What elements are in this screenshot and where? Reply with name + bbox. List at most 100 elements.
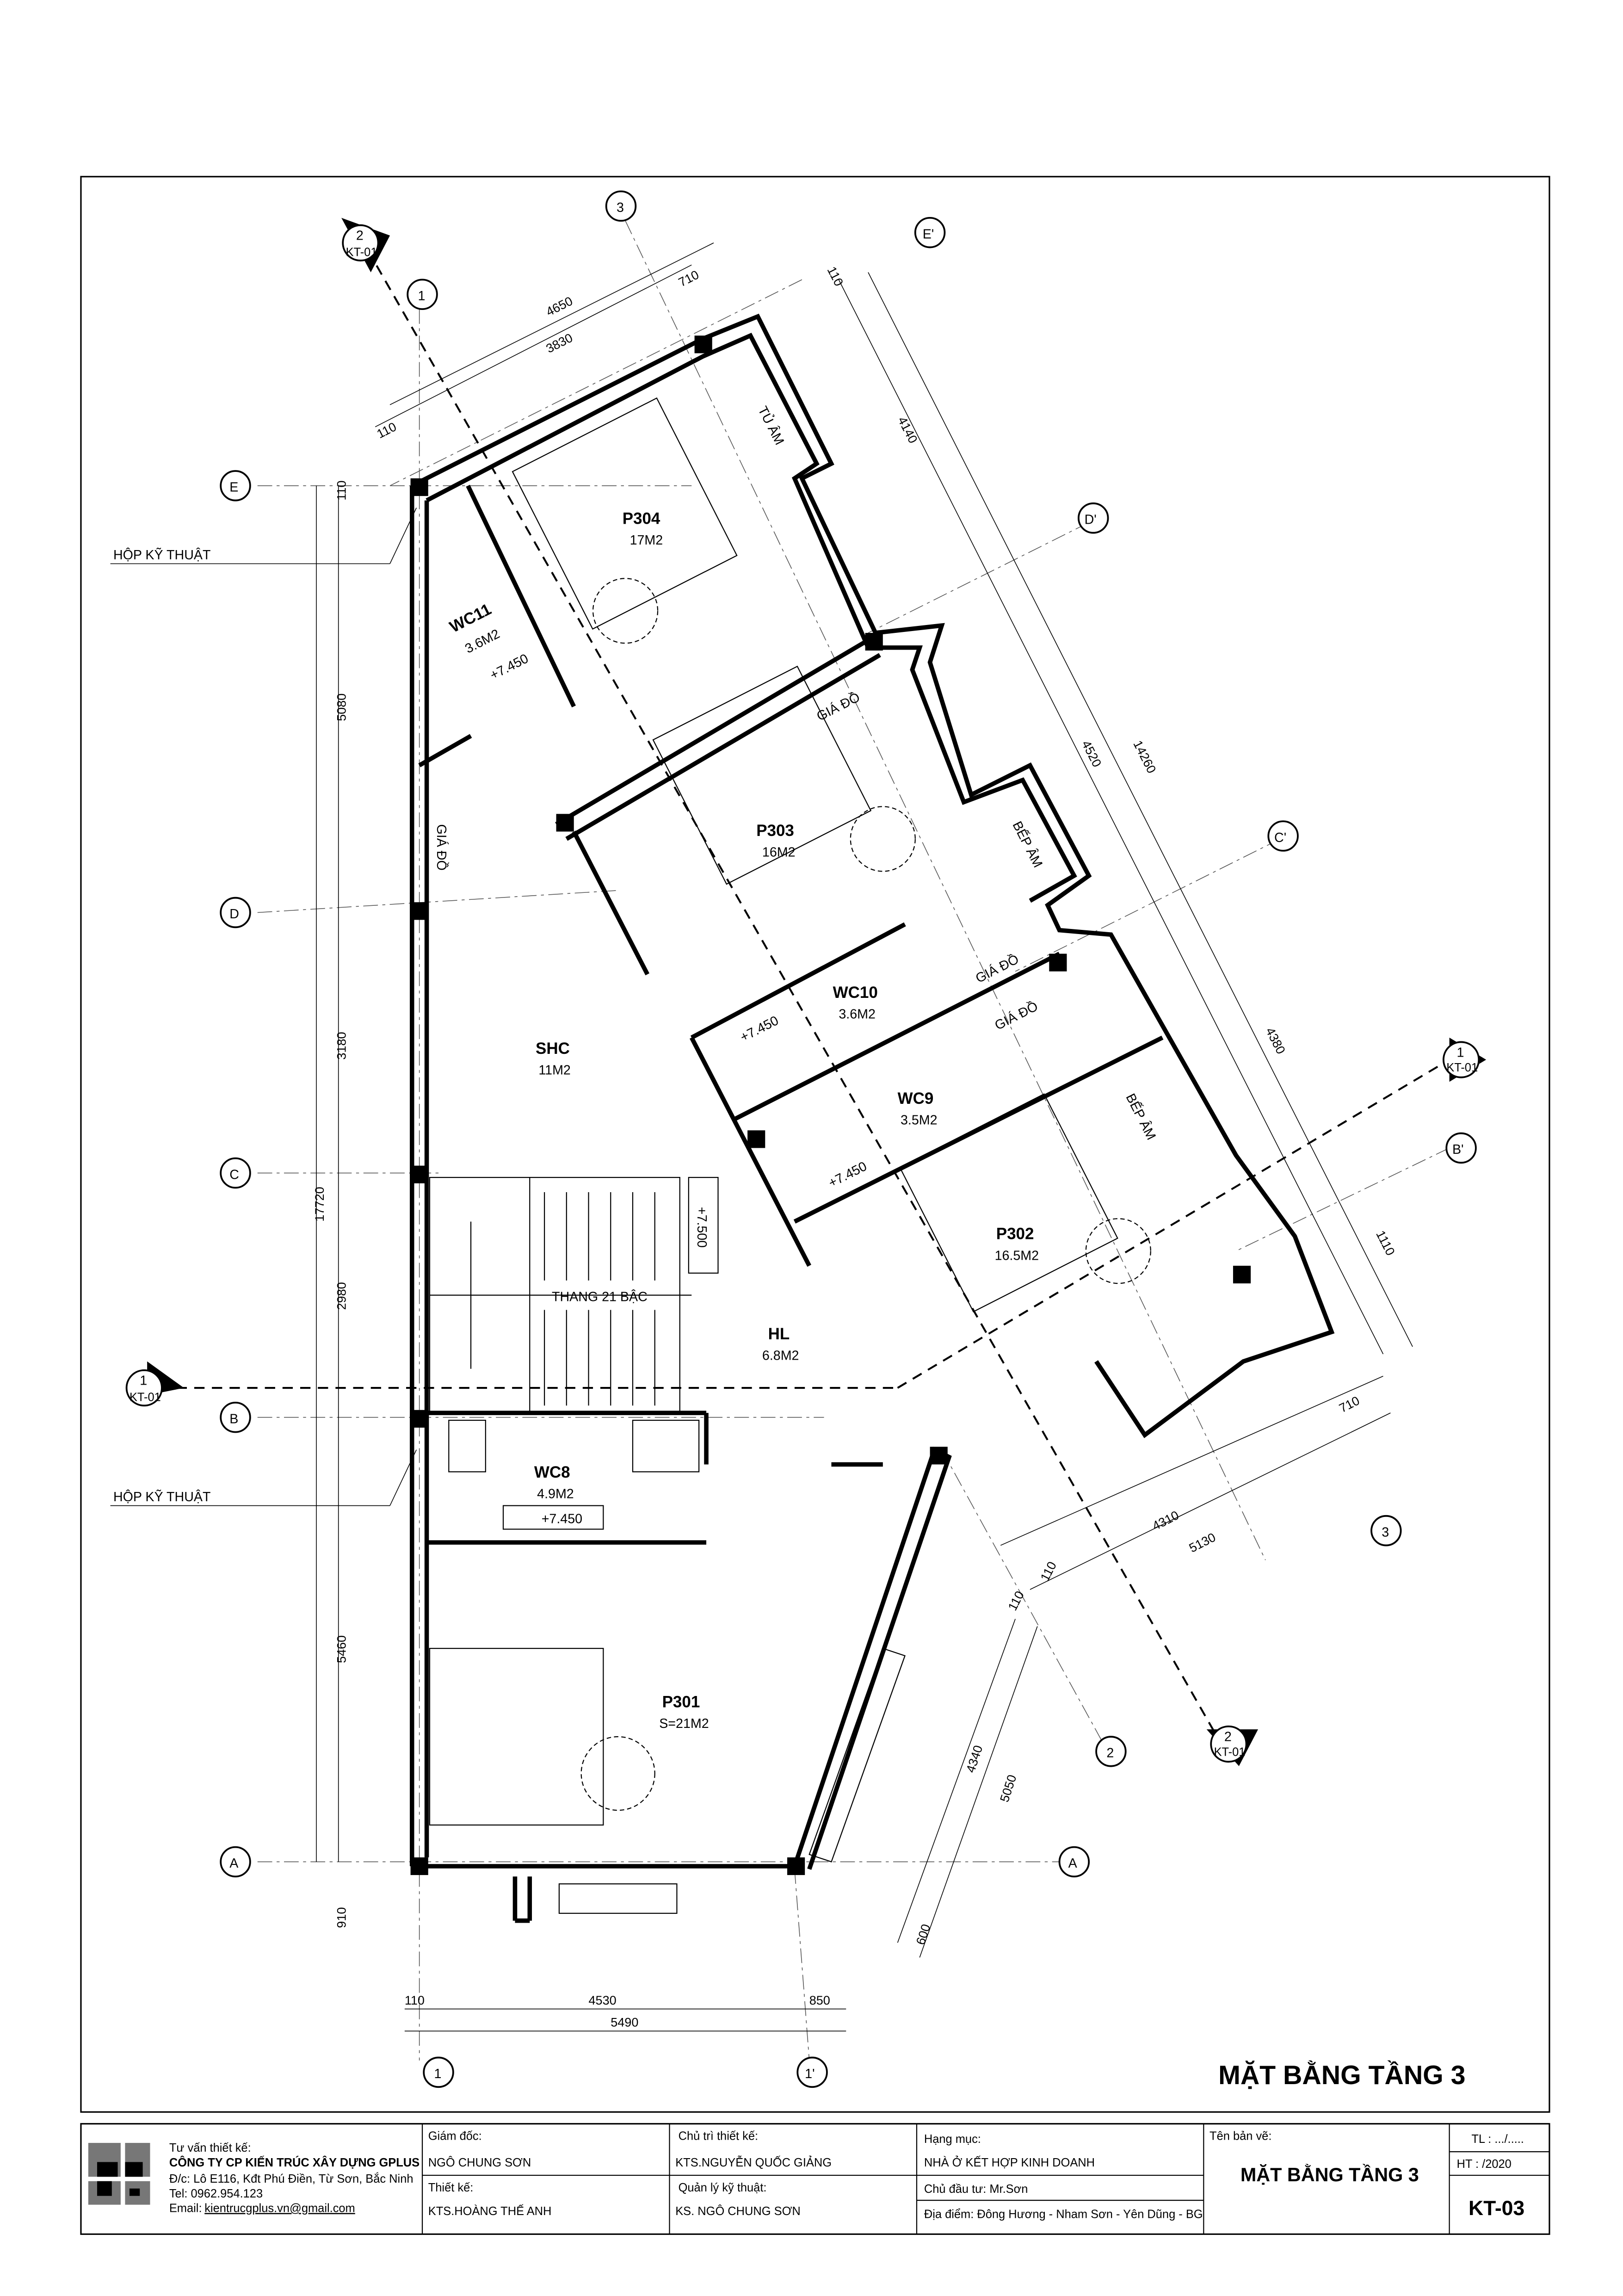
axis-C: C	[229, 1167, 239, 1182]
room-area-wc11: 3.6M2	[463, 626, 502, 656]
axis-1-top: 1	[418, 289, 425, 303]
dim-br-110b: 110	[1038, 1560, 1059, 1584]
level-wc8: +7.450	[542, 1512, 582, 1527]
dimensions: 110 5080 3180 2980 5460 910 17720 110 45…	[313, 242, 1413, 2032]
director-name: NGÔ CHUNG SƠN	[428, 2156, 531, 2169]
room-area-wc10: 3.6M2	[839, 1007, 876, 1022]
dim-br-110a: 110	[1006, 1589, 1027, 1613]
room-name-p302: P302	[996, 1225, 1034, 1243]
dim-bottom-110: 110	[405, 1993, 425, 2007]
company-email-link[interactable]: kientrucgplus.vn@gmail.com	[204, 2202, 355, 2215]
dim-left-910: 910	[335, 1907, 349, 1928]
level-wc11: +7.450	[488, 651, 531, 683]
room-area-p302: 16.5M2	[995, 1248, 1039, 1263]
hop-ky-thuat-label-2: HỘP KỸ THUẬT	[113, 1489, 210, 1504]
room-name-hl: HL	[768, 1325, 790, 1343]
axis-A: A	[229, 1856, 239, 1871]
axis-C-prime: C'	[1274, 830, 1286, 845]
dim-br-4310: 4310	[1150, 1508, 1181, 1533]
stair-level: +7.500	[694, 1207, 709, 1248]
axis-3-right: 3	[1382, 1525, 1389, 1540]
bep-am-label-1: BẾP ÂM	[1010, 818, 1046, 870]
room-area-p303: 16M2	[762, 845, 796, 860]
chief-designer-name: KTS.NGUYỄN QUỐC GIẢNG	[675, 2155, 832, 2169]
tech-manager-name: KS. NGÔ CHUNG SƠN	[675, 2204, 801, 2218]
section-1-left-num: 1	[140, 1374, 147, 1388]
designer-name: KTS.HOÀNG THẾ ANH	[428, 2204, 552, 2218]
sheet-number: KT-03	[1469, 2197, 1524, 2220]
company-tel: Tel: 0962.954.123	[169, 2187, 263, 2200]
room-name-p304: P304	[623, 510, 660, 528]
dim-left-5460: 5460	[335, 1635, 349, 1663]
room-name-p303: P303	[756, 822, 794, 840]
room-name-wc8: WC8	[534, 1463, 570, 1481]
dim-right-4520: 4520	[1079, 738, 1104, 769]
hop-ky-thuat-label-1: HỘP KỸ THUẬT	[113, 547, 210, 563]
room-name-shc: SHC	[536, 1040, 570, 1058]
date: HT : /2020	[1457, 2158, 1512, 2171]
section-2-bottom-num: 2	[1224, 1730, 1232, 1745]
section-marks: 1 KT-01 1 KT-01 2 KT-01 2 KT-01	[125, 217, 1487, 1766]
axis-B: B	[229, 1411, 238, 1426]
room-area-p301: S=21M2	[659, 1716, 709, 1731]
axis-D: D	[229, 907, 239, 922]
room-name-wc10: WC10	[833, 984, 878, 1002]
dim-br-5050: 5050	[997, 1773, 1019, 1804]
location: Địa điểm: Đông Hương - Nham Sơn - Yên Dũ…	[924, 2208, 1203, 2221]
axis-B-prime: B'	[1452, 1142, 1464, 1157]
item-value: NHÀ Ở KẾT HỢP KINH DOANH	[924, 2155, 1095, 2169]
axis-1-prime: 1'	[805, 2067, 815, 2081]
designer-label: Thiết kế:	[428, 2181, 474, 2194]
dim-br-4340: 4340	[963, 1744, 985, 1774]
room-area-wc9: 3.5M2	[901, 1113, 938, 1128]
chief-designer-label: Chủ trì thiết kế:	[679, 2130, 759, 2143]
section-2-top-num: 2	[356, 229, 364, 243]
axis-1-bottom: 1	[434, 2067, 441, 2081]
scale: TL : .../.....	[1471, 2133, 1524, 2146]
section-1-right-num: 1	[1457, 1045, 1464, 1060]
dim-br-710: 710	[1337, 1393, 1362, 1415]
dim-top-110b: 110	[825, 264, 846, 288]
dim-bottom-5490: 5490	[611, 2016, 638, 2030]
dim-br-600: 600	[913, 1922, 933, 1946]
tech-manager-label: Quản lý kỹ thuật:	[679, 2181, 767, 2194]
grid-lines	[257, 220, 1450, 2061]
axis-2: 2	[1106, 1746, 1114, 1761]
columns	[410, 335, 1251, 1875]
sheet-border	[80, 176, 1550, 2113]
dim-bottom-4530: 4530	[589, 1993, 617, 2007]
room-name-wc9: WC9	[898, 1089, 934, 1108]
dim-br-5130: 5130	[1187, 1530, 1218, 1555]
dim-right-1110: 1110	[1373, 1228, 1397, 1258]
furniture	[429, 397, 1151, 1914]
dim-left-2980: 2980	[335, 1282, 349, 1310]
dim-right-4380: 4380	[1263, 1025, 1288, 1056]
drawing-title: MẶT BẰNG TẦNG 3	[1218, 2060, 1465, 2090]
gia-do-label-2: GIÁ ĐỒ	[814, 689, 863, 724]
dim-left-5080: 5080	[335, 693, 349, 721]
axis-D-prime: D'	[1085, 513, 1097, 527]
stair: THANG 21 BẬC +7.500	[429, 1177, 719, 1414]
dim-top-4650: 4650	[544, 294, 575, 319]
dim-left-17720: 17720	[313, 1187, 327, 1221]
grid-bubbles: E D C B A A 1 1 1' 3 3 2 E' D' C' B'	[220, 190, 1477, 2088]
sheet-name-label: Tên bản vẽ:	[1210, 2130, 1271, 2143]
email-label: Email:	[169, 2202, 202, 2215]
sheet-name: MẶT BẰNG TẦNG 3	[1240, 2164, 1419, 2185]
gia-do-label-3: GIÁ ĐỒ	[973, 951, 1021, 986]
gia-do-label-1: GIÁ ĐỒ	[434, 824, 450, 871]
dim-left-3180: 3180	[335, 1032, 349, 1059]
room-area-shc: 11M2	[538, 1063, 570, 1077]
axis-3-top: 3	[617, 200, 624, 215]
section-1-left-sheet: KT-01	[130, 1391, 161, 1404]
stair-label: THANG 21 BẬC	[552, 1289, 648, 1304]
item-label: Hạng mục:	[924, 2133, 981, 2146]
dim-top-110a: 110	[375, 420, 399, 441]
title-block: Tư vấn thiết kế: CÔNG TY CP KIẾN TRÚC XÂ…	[80, 2123, 1550, 2235]
level-wc10: +7.450	[738, 1013, 781, 1045]
section-line-2	[367, 249, 1222, 1745]
dim-top-3830: 3830	[544, 331, 575, 356]
section-line-1b	[897, 1058, 1450, 1389]
consultant-label: Tư vấn thiết kế:	[169, 2141, 251, 2154]
dim-bottom-850: 850	[809, 1993, 830, 2007]
